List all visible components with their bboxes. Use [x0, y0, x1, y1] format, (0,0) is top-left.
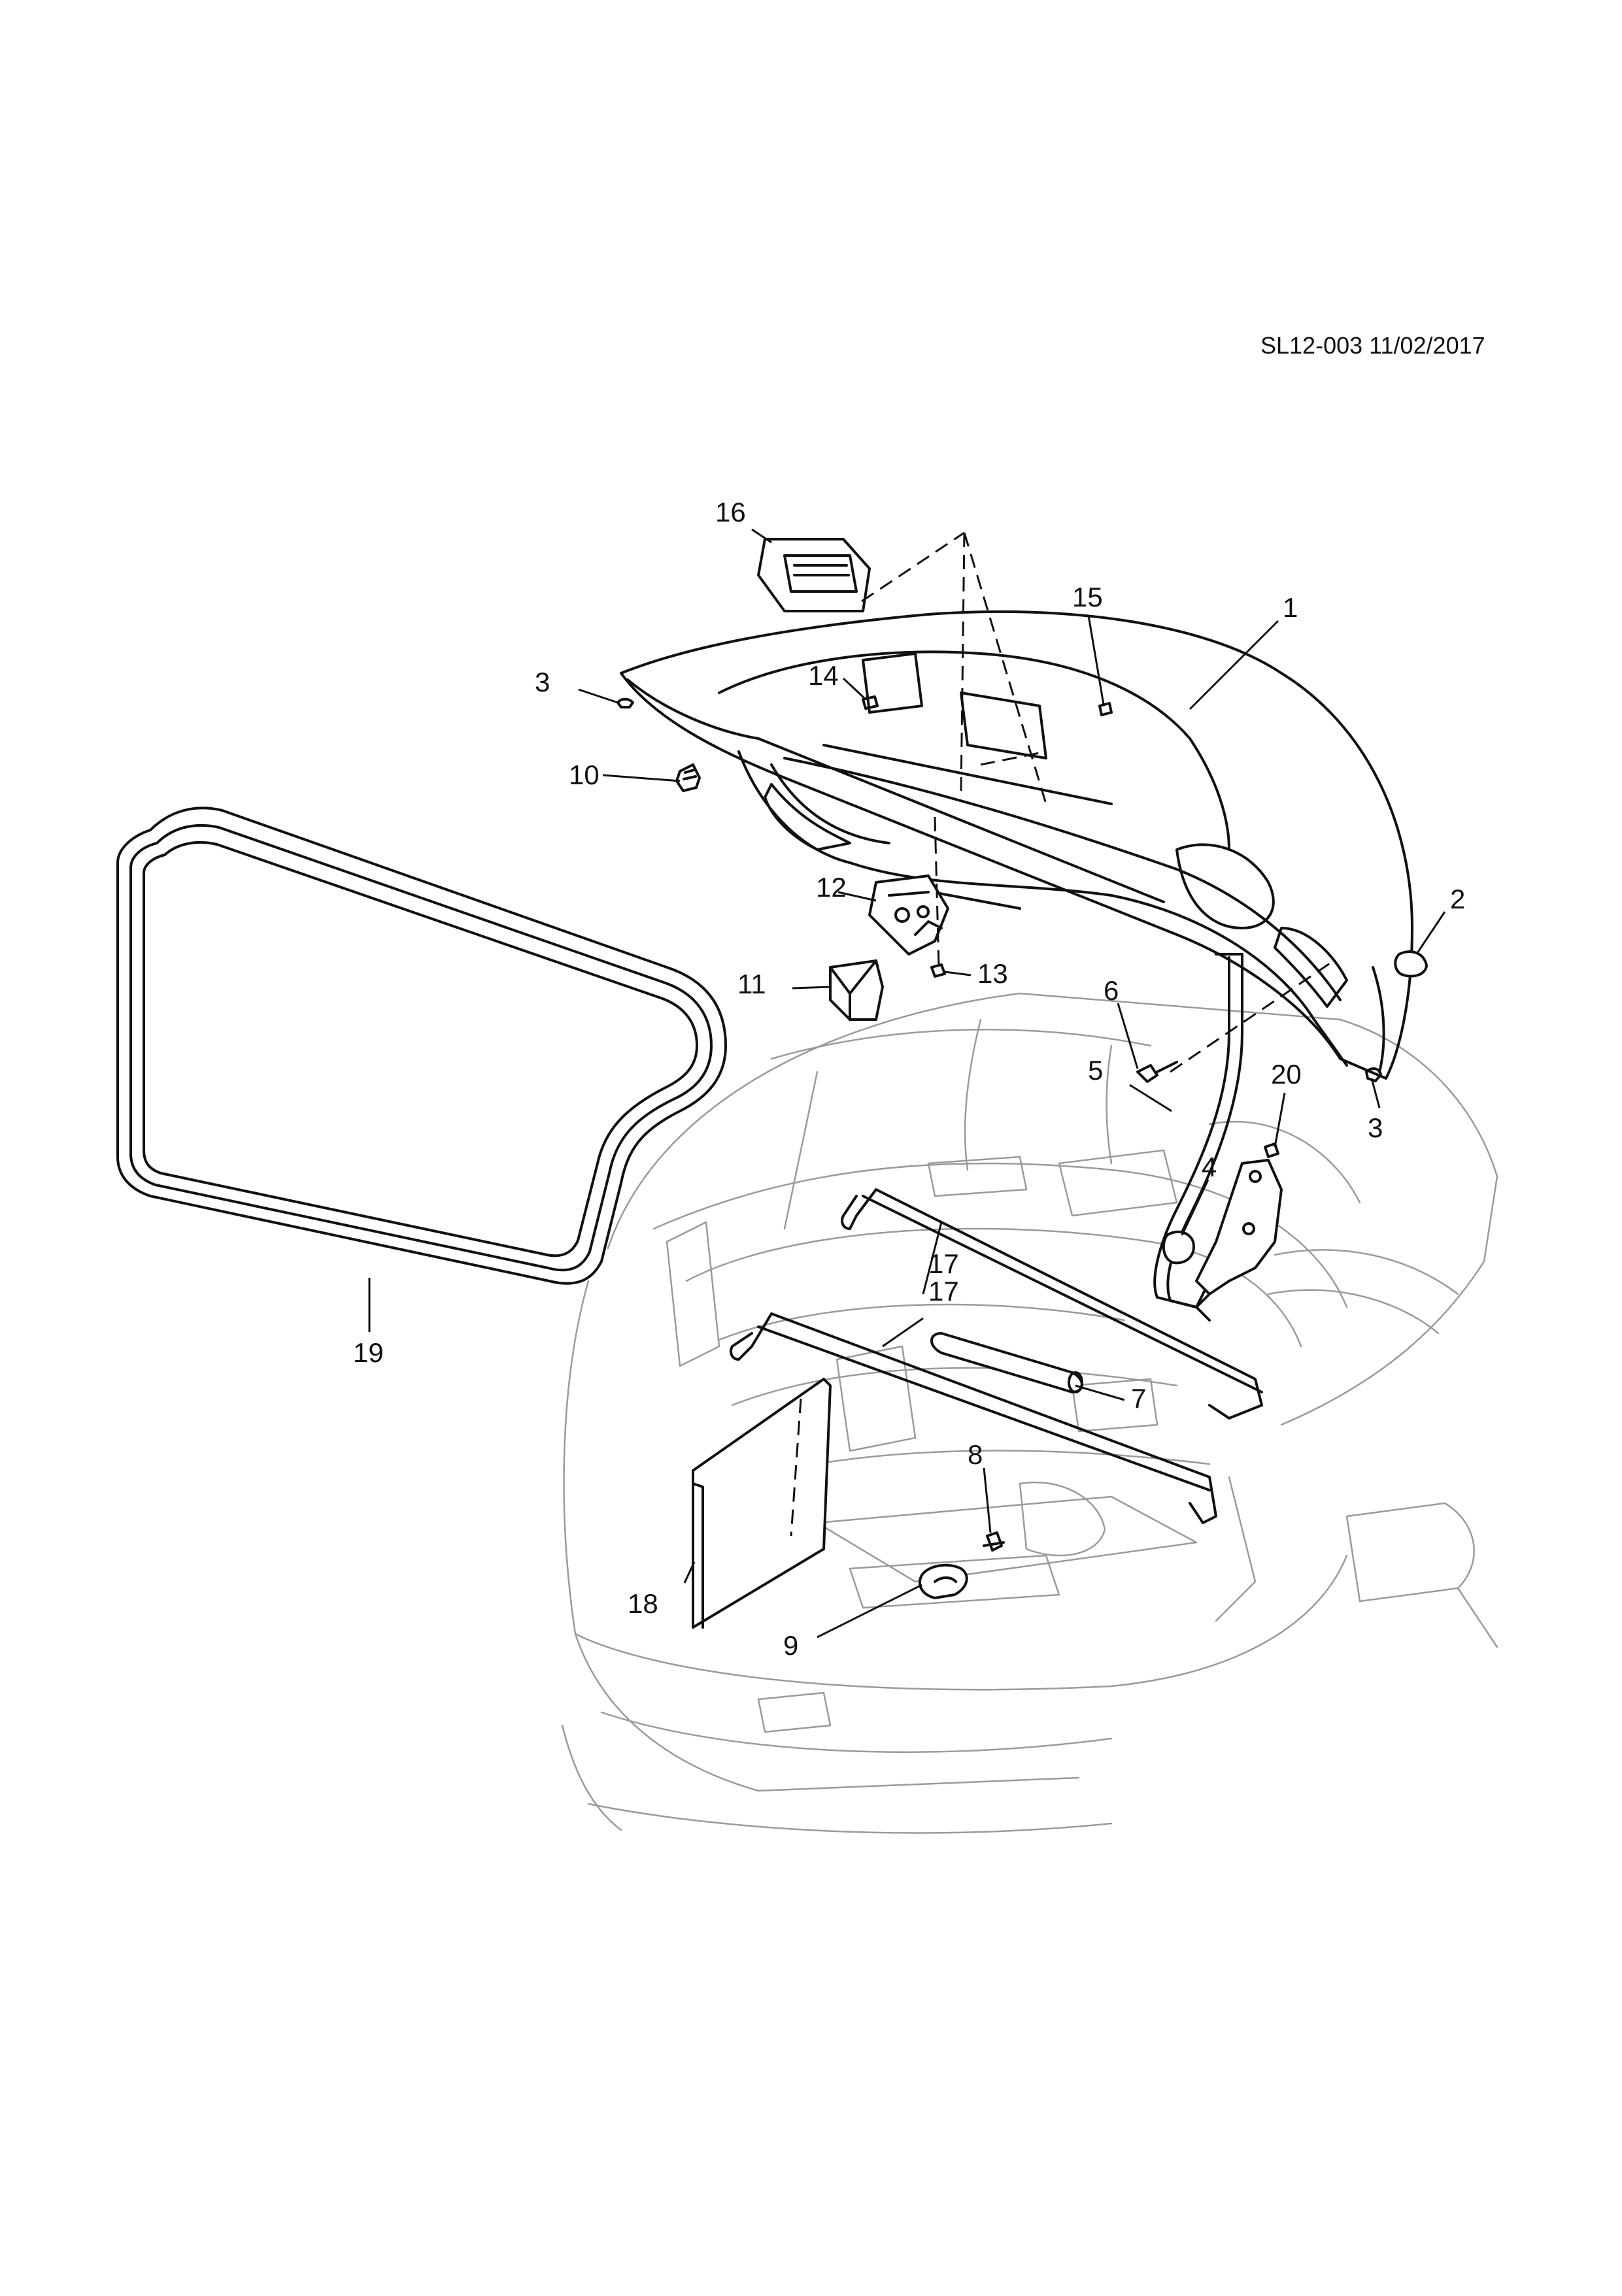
lock-cylinder-9 — [918, 1563, 968, 1599]
callout-5: 5 — [1088, 1055, 1103, 1086]
nut-13 — [930, 963, 946, 978]
callout-4: 4 — [1202, 1152, 1217, 1182]
callout-15: 15 — [1072, 582, 1103, 612]
bumper-3-left — [617, 697, 634, 708]
diagram-reference-code: SL12-003 11/02/2017 — [1260, 332, 1485, 359]
callout-14: 14 — [808, 660, 839, 691]
callout-19: 19 — [353, 1337, 384, 1368]
callout-17-upper: 17 — [928, 1248, 959, 1279]
trim-panel — [692, 1378, 832, 1629]
bumper-3-right — [1365, 1067, 1382, 1082]
callout-2: 2 — [1450, 884, 1465, 914]
latch-assembly — [868, 874, 949, 956]
reference-lines — [861, 531, 1334, 1073]
bolt-20 — [1264, 1142, 1279, 1158]
callout-8: 8 — [968, 1439, 983, 1470]
striker-assembly — [829, 959, 884, 1021]
callout-1: 1 — [1283, 592, 1298, 623]
handle-assembly — [757, 538, 871, 612]
screw-8 — [986, 1531, 1003, 1552]
callout-16: 16 — [715, 497, 746, 527]
callout-6: 6 — [1104, 975, 1119, 1006]
callout-7: 7 — [1131, 1383, 1146, 1414]
weatherstrip-seal — [116, 807, 727, 1285]
decklid-panel — [620, 610, 1413, 1080]
fasteners — [617, 695, 1428, 1599]
torsion-rods — [730, 1188, 1263, 1524]
callout-labels: 1 2 3 3 4 5 6 7 8 9 10 11 12 13 14 15 16… — [353, 497, 1465, 1661]
callout-20: 20 — [1271, 1059, 1302, 1090]
clip-14 — [862, 695, 879, 710]
callout-18: 18 — [628, 1588, 658, 1619]
callout-9: 9 — [783, 1630, 798, 1661]
nut-15 — [1098, 702, 1113, 716]
callout-10: 10 — [569, 759, 600, 790]
callout-13: 13 — [977, 958, 1008, 989]
leader-lines — [368, 528, 1446, 1639]
bumper-2 — [1394, 950, 1428, 978]
callout-11: 11 — [737, 969, 766, 999]
callout-3-left: 3 — [535, 667, 550, 697]
bolt-6 — [1136, 1064, 1158, 1083]
strut-rod — [930, 1332, 1083, 1393]
hinge-assembly — [1162, 1159, 1283, 1322]
callout-3-right: 3 — [1368, 1112, 1383, 1143]
callout-12: 12 — [816, 872, 847, 903]
callout-17-lower: 17 — [928, 1276, 959, 1306]
vehicle-body-outline — [561, 992, 1498, 1834]
